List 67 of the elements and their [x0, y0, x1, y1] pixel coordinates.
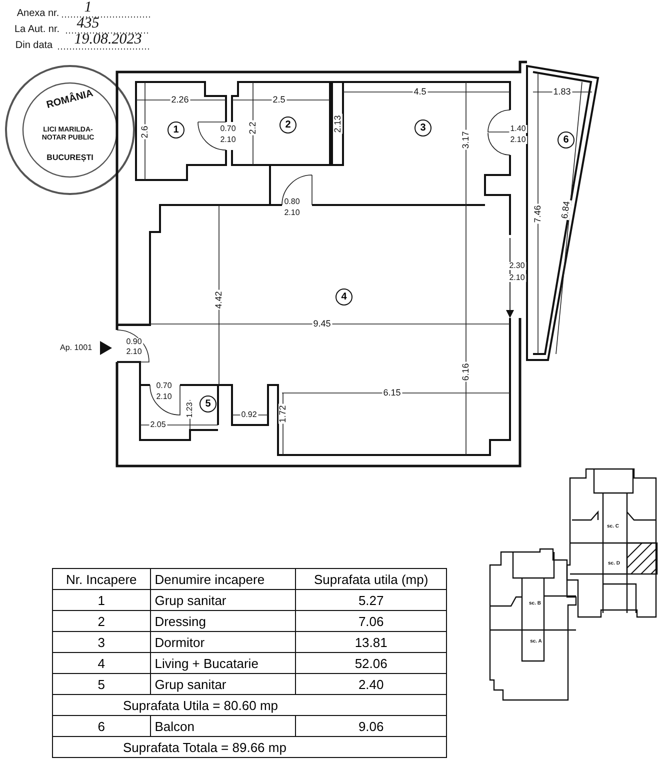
room-number-marker: 5 [200, 396, 216, 412]
dimension-label: 6.16 [462, 362, 470, 382]
table-cell: 9.06 [296, 716, 446, 736]
table-cell: Grup sanitar [150, 590, 296, 610]
dimension-label: 1.40 [509, 125, 527, 133]
table-cell: Grup sanitar [150, 674, 296, 694]
dimension-label: 0.90 [125, 338, 143, 346]
apartment-label: Ap. 1001 [60, 344, 92, 352]
caption-text: La Aut. nr. [14, 25, 60, 35]
table-cell: Dressing [150, 610, 296, 632]
dimension-label: 2.05 [149, 421, 167, 429]
dimension-label: 2.30 [508, 262, 526, 270]
dimension-label: 1.23 [186, 401, 194, 419]
dimension-label: 0.70 [155, 382, 173, 390]
dimension-label: 2.2 [248, 120, 258, 136]
dimension-label: 0.92 [240, 411, 258, 419]
dimension-label: 2.10 [509, 136, 527, 144]
dimension-label: 7.46 [534, 204, 542, 224]
table-cell: 13.81 [296, 632, 446, 652]
dimension-label: 4.5 [412, 88, 428, 96]
table-cell: 4 [52, 652, 150, 674]
table-cell: 5 [52, 674, 150, 694]
caption-text: Din data [15, 41, 53, 51]
table-cell: Balcon [150, 716, 296, 736]
table-cell: 2.40 [296, 674, 446, 694]
dimension-label: 2.10 [508, 274, 526, 282]
table-cell: 52.06 [296, 652, 446, 674]
dimension-label: 2.13 [334, 114, 342, 134]
total-row: Suprafata Totala = 89.66 mp [52, 736, 446, 758]
caption-text: Anexa nr. [16, 9, 60, 19]
dimension-label: 2.26 [170, 96, 190, 104]
dimension-label: 6.15 [382, 388, 402, 398]
room-number-marker: 1 [168, 122, 184, 138]
handwritten-entry: 435 [76, 16, 100, 32]
table-cell: 7.06 [296, 610, 446, 632]
dimension-label: 1.72 [278, 404, 288, 424]
dimension-label: 2.10 [155, 393, 173, 401]
column-header: Denumire incapere [150, 568, 296, 590]
dimension-label: 6.84 [560, 200, 572, 220]
column-header: Suprafata utila (mp) [296, 568, 446, 590]
dimension-label: 0.70 [219, 125, 237, 133]
dimension-label: 3.17 [462, 130, 470, 150]
dimension-label: 2.5 [272, 96, 286, 104]
room-number-marker: 4 [336, 288, 352, 306]
dimension-label: 1.83 [552, 88, 572, 96]
table-cell: 3 [52, 632, 150, 652]
column-header: Nr. Incapere [52, 568, 150, 590]
table-cell: 2 [52, 610, 150, 632]
dimension-label: 2.6 [140, 124, 150, 140]
dimension-label: 0.80 [283, 198, 301, 206]
dimension-label: 2.10 [219, 136, 237, 144]
table-cell: Living + Bucatarie [150, 652, 296, 674]
table-cell: 5.27 [296, 590, 446, 610]
table-cell: Dormitor [150, 632, 296, 652]
seal-text: BUCUREȘTI [46, 154, 94, 162]
dimension-label: 4.42 [214, 290, 224, 310]
dimension-label: 2.10 [125, 348, 143, 356]
total-row: Suprafata Utila = 80.60 mp [52, 694, 446, 716]
handwritten-entry: 19.08.2023 [74, 32, 142, 48]
room-number-marker: 2 [280, 116, 296, 134]
table-cell: 1 [52, 590, 150, 610]
room-number-marker: 3 [414, 120, 432, 136]
table-cell: 6 [52, 716, 150, 736]
dimension-label: 2.10 [283, 209, 301, 217]
handwritten-entry: 1 [84, 0, 92, 16]
room-number-marker: 6 [558, 132, 574, 148]
dimension-label: 9.45 [312, 320, 332, 328]
